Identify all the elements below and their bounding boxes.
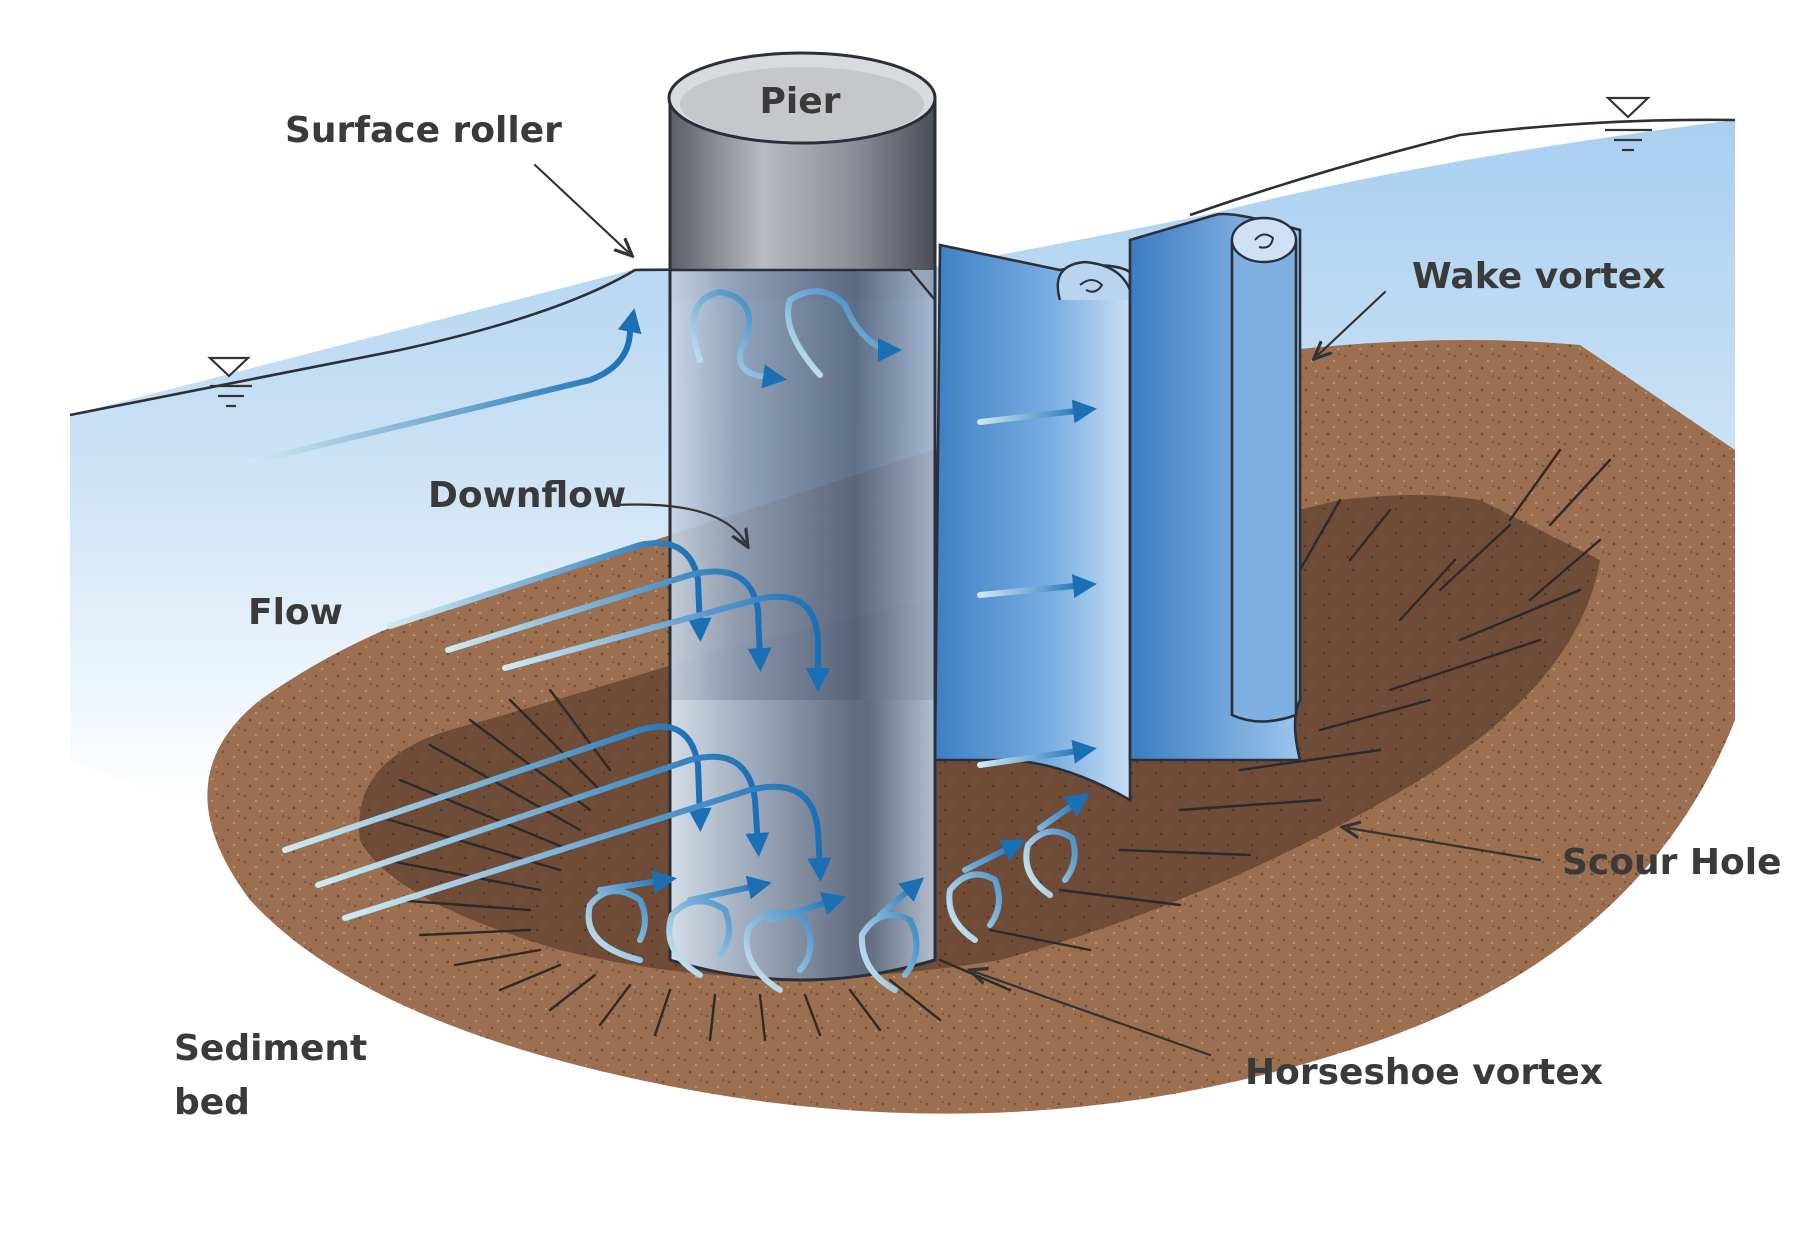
- wake-vortex-roll: [1230, 238, 1298, 723]
- downflow-label: Downflow: [428, 475, 626, 516]
- vortex-loop-icon: [858, 885, 917, 993]
- pier: [667, 51, 937, 982]
- surface-roller-label: Surface roller: [285, 110, 562, 151]
- downflow-arrows: [387, 540, 830, 692]
- lower-downflow-arrows: [282, 723, 832, 921]
- surface-roller-leader: [533, 163, 628, 252]
- flow-label: Flow: [248, 592, 343, 633]
- water-level-icon: [207, 356, 252, 408]
- horseshoe-vortex-leader: [975, 972, 1212, 1057]
- wake-vortex-sheet-1: [933, 243, 1132, 803]
- scour-hole-leader: [1348, 828, 1542, 862]
- surface-roller-loops: [690, 288, 902, 389]
- wake-vortex-label: Wake vortex: [1412, 256, 1665, 297]
- scour-hole-label: Scour Hole: [1562, 842, 1782, 883]
- vortex-loop-icon: [785, 288, 902, 378]
- water-surface-right: [1189, 118, 1736, 217]
- horseshoe-vortex-label: Horseshoe vortex: [1245, 1052, 1603, 1093]
- wake-flow-arrows: [977, 399, 1097, 768]
- vortex-loop-icon: [585, 880, 665, 963]
- wake-vortex-leader: [1318, 290, 1387, 355]
- sediment-bed-label-line1: Sediment: [174, 1028, 367, 1069]
- flow-arrow-icon: [247, 308, 642, 465]
- vortex-loop-icon: [946, 845, 1015, 943]
- vortex-loop-icon: [743, 900, 835, 993]
- water-level-icon: [1605, 96, 1652, 152]
- downflow-leader: [613, 503, 745, 542]
- vortex-loop-icon: [666, 885, 760, 978]
- vortex-loop-icon: [690, 288, 787, 389]
- horseshoe-vortex-loops: [585, 800, 1080, 993]
- sediment-bed-label-line2: bed: [174, 1082, 250, 1123]
- pier-label: Pier: [760, 81, 841, 122]
- vortex-loop-icon: [1023, 800, 1080, 898]
- water-surface-line: [69, 266, 931, 417]
